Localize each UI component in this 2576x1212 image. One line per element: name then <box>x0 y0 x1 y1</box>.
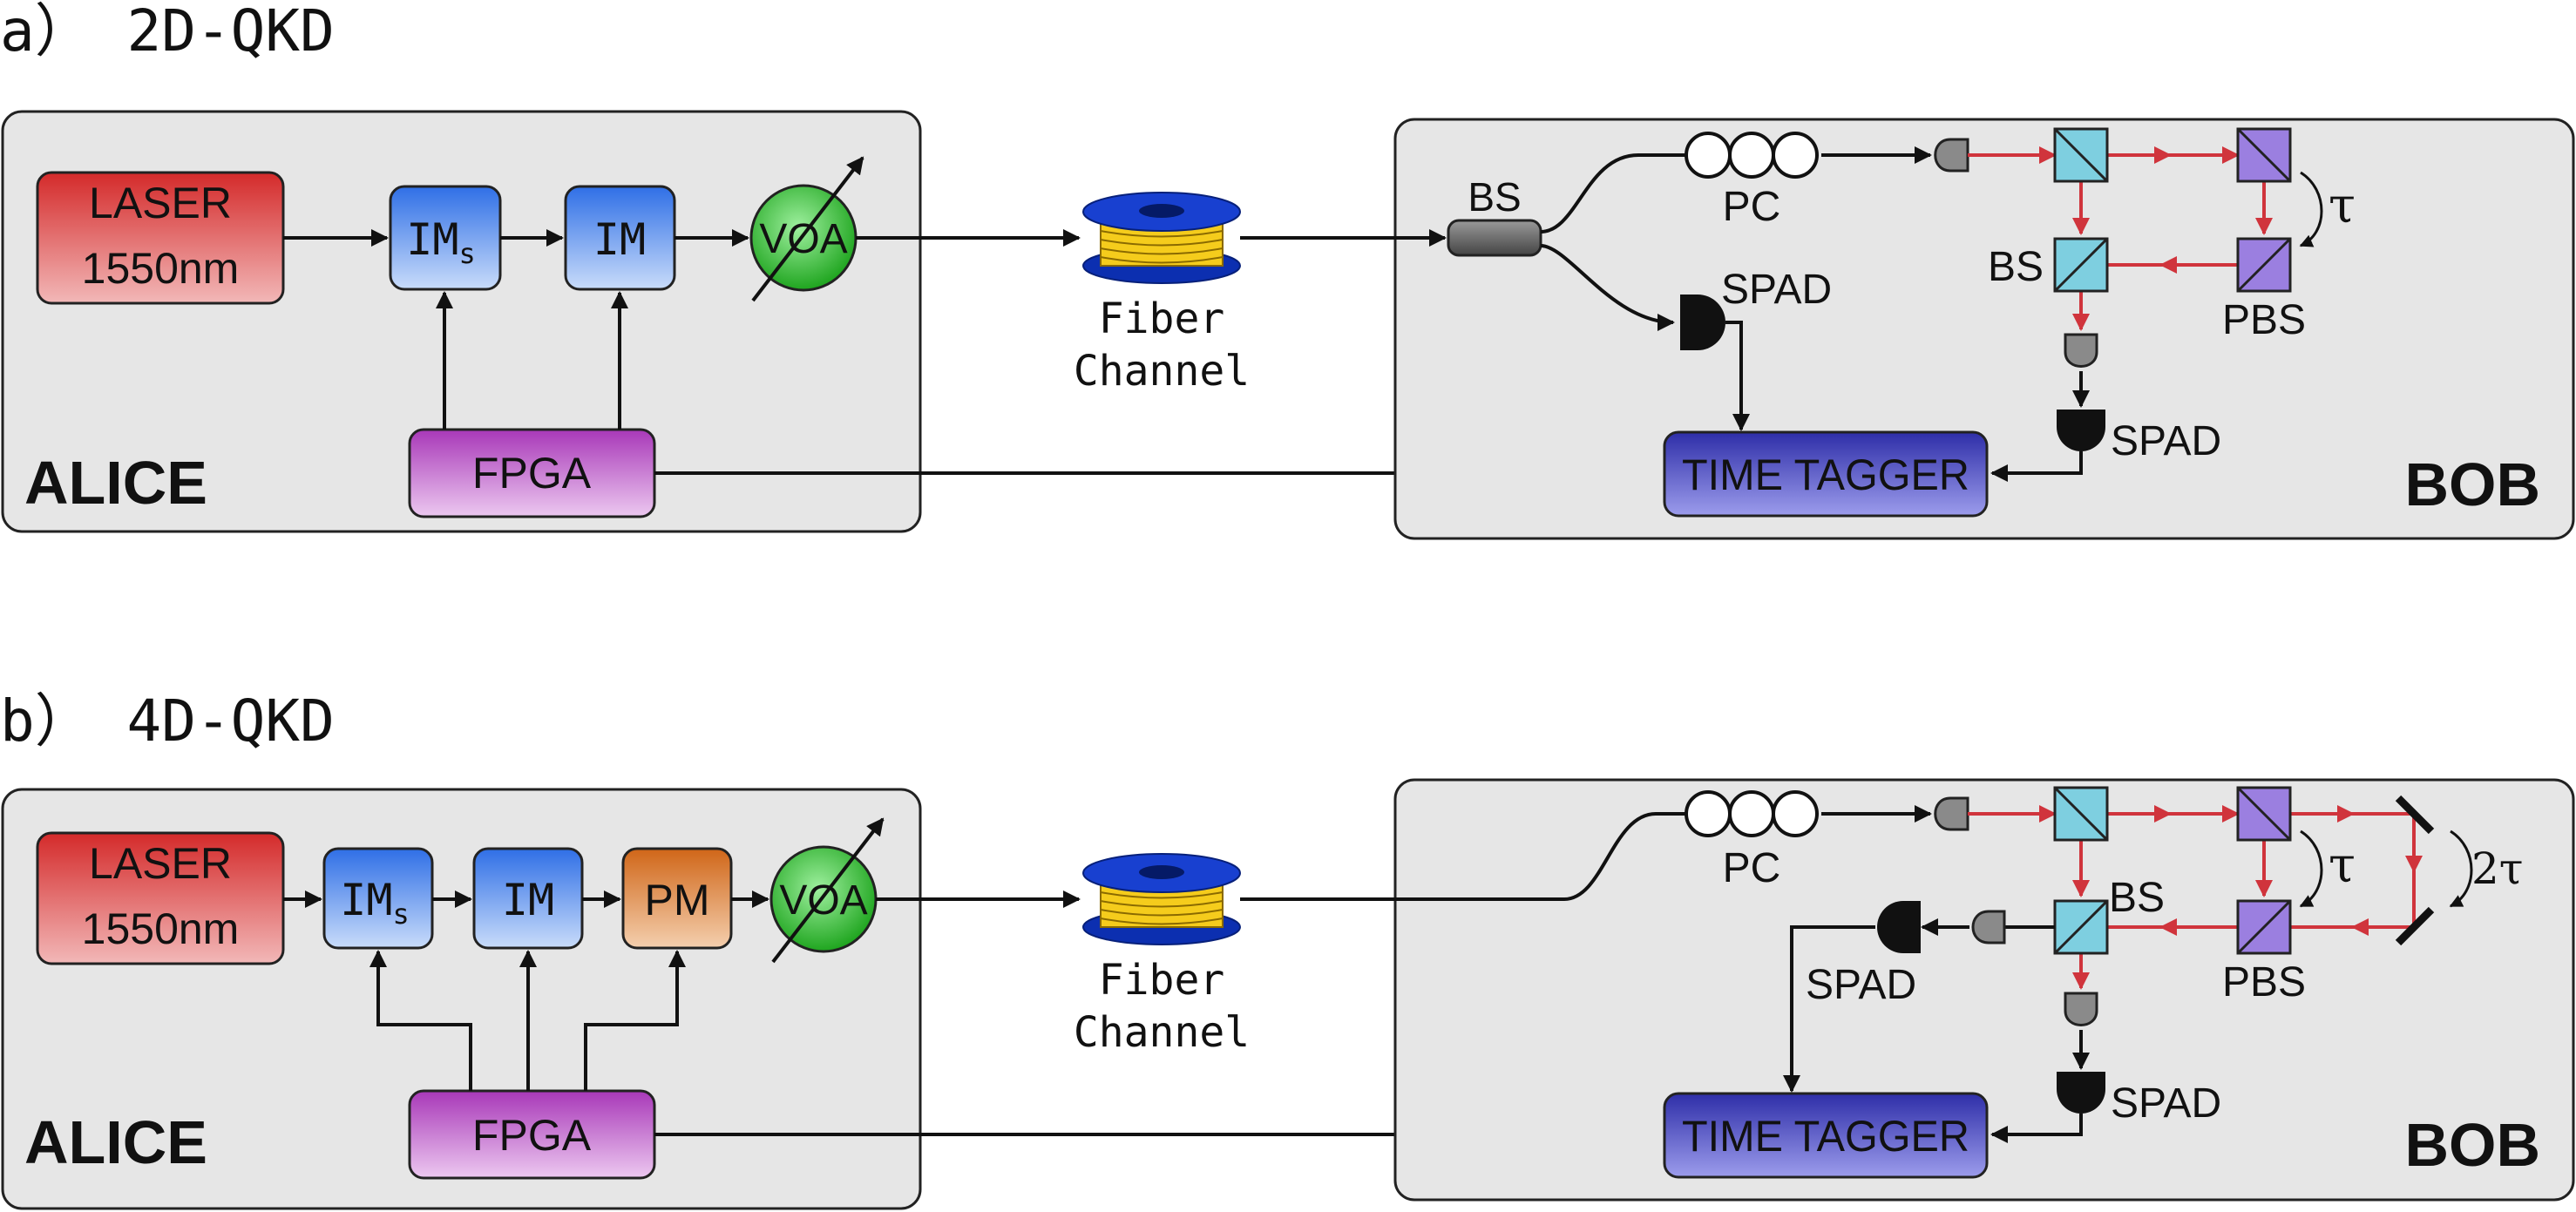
mirror-top <box>2395 795 2435 835</box>
im-label: IM <box>593 214 646 265</box>
pbs-cube-top <box>2236 127 2292 183</box>
bob-label: BOB <box>2404 450 2540 518</box>
laser-label: LASER <box>89 179 232 227</box>
time-tagger-label: TIME TAGGER <box>1682 450 1969 499</box>
pbs-cube-bottom <box>2236 237 2292 293</box>
bob-fiber-paths <box>1540 146 1932 331</box>
ims-label: IMs <box>406 214 475 270</box>
collimator-left <box>1971 910 2006 945</box>
fiber-bs-label: BS <box>1468 174 1521 220</box>
fiber-label-1: Fiber <box>1099 295 1225 343</box>
red-optical-paths <box>1968 146 2273 331</box>
time-tagger-label: TIME TAGGER <box>1682 1112 1969 1161</box>
fiber-label-1: Fiber <box>1099 956 1225 1005</box>
spad-2-to-tagger <box>1990 1114 2083 1143</box>
spad-1-label: SPAD <box>1806 962 1916 1008</box>
bs-cube-top <box>2053 127 2109 183</box>
fiber-spool <box>1082 192 1241 284</box>
voa-label: VOA <box>759 216 847 262</box>
bs-cube-bottom <box>2053 237 2109 293</box>
bs-cube-label: BS <box>2109 875 2165 921</box>
tau-label: τ <box>2329 837 2356 894</box>
pbs-cube-top <box>2236 786 2292 842</box>
laser-wavelength: 1550nm <box>82 904 240 953</box>
spad-1-to-tagger <box>1783 925 1875 1093</box>
mirror-bottom <box>2395 906 2435 946</box>
im-label: IM <box>502 875 554 925</box>
ims-label: IMs <box>340 875 409 931</box>
fpga-label: FPGA <box>472 1111 592 1160</box>
bs-cube-bottom <box>2053 899 2109 955</box>
spad-2 <box>2057 410 2105 451</box>
pc-label: PC <box>1723 184 1781 230</box>
two-tau-label: 2τ <box>2471 843 2523 894</box>
bob-label: BOB <box>2404 1111 2540 1179</box>
spad-1-to-tagger <box>1725 321 1750 431</box>
tau-delay-arc <box>2299 829 2323 908</box>
bs-cube-top <box>2053 786 2109 842</box>
polarization-controller <box>1685 790 1819 837</box>
collimator-1 <box>1934 796 1969 831</box>
time-tagger <box>1663 1092 1989 1179</box>
laser-label: LASER <box>89 839 232 888</box>
polarization-controller <box>1685 132 1819 179</box>
pbs-label: PBS <box>2222 297 2306 343</box>
bob-fiber-paths <box>1240 805 1932 901</box>
panel-a: a） 2D-QKD ALICE LASER 1550nm IMs IM VOA … <box>0 0 2575 540</box>
pc-label: PC <box>1723 845 1781 891</box>
red-optical-paths <box>1968 805 2423 990</box>
spad-1 <box>1680 295 1725 350</box>
pbs-label: PBS <box>2222 959 2306 1005</box>
collimator-2 <box>2064 992 2098 1026</box>
panel-a-title: a） 2D-QKD <box>0 0 335 64</box>
spad-2-to-tagger <box>1990 451 2083 482</box>
spad-2 <box>2057 1072 2105 1114</box>
pbs-cube-bottom <box>2236 899 2292 955</box>
time-tagger <box>1663 430 1989 518</box>
alice-label: ALICE <box>24 1108 207 1176</box>
tau-delay-arc <box>2299 171 2323 247</box>
voa-attenuator: VOA <box>769 817 885 964</box>
spad-2-label: SPAD <box>2111 1080 2221 1127</box>
spad-1-label: SPAD <box>1721 267 1832 313</box>
fiber-spool <box>1082 853 1241 945</box>
laser-wavelength: 1550nm <box>82 244 240 293</box>
voa-attenuator: VOA <box>749 156 864 302</box>
alice-label: ALICE <box>24 449 207 517</box>
tau-label: τ <box>2329 178 2356 234</box>
fiber-label-2: Channel <box>1074 1008 1250 1057</box>
pm-label: PM <box>645 876 710 924</box>
fiber-beam-splitter <box>1447 219 1542 257</box>
two-tau-delay-arc <box>2449 829 2473 908</box>
bs-cube-label: BS <box>1988 244 2044 290</box>
collimator-1 <box>1934 138 1969 173</box>
panel-b: b） 4D-QKD ALICE LASER 1550nm IMs IM PM V… <box>0 687 2575 1210</box>
panel-b-title: b） 4D-QKD <box>0 687 335 755</box>
voa-label: VOA <box>779 877 867 924</box>
fpga-label: FPGA <box>472 449 592 498</box>
spad-1 <box>1877 901 1921 953</box>
fiber-label-2: Channel <box>1074 347 1250 396</box>
collimator-2 <box>2064 333 2098 368</box>
spad-2-label: SPAD <box>2111 418 2221 464</box>
